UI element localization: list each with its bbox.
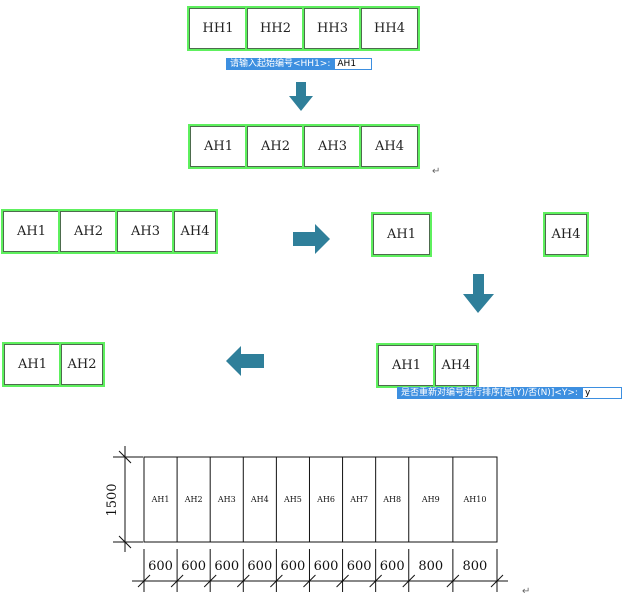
hh4-cell: HH4 [359,6,420,51]
width-dimension-label: 600 [148,559,173,574]
ah1-cell: AH1 [376,343,437,388]
width-dimension-label: 600 [281,559,306,574]
hh-row: HH1 HH2 HH3 HH4 [187,6,420,51]
ah-row-left: AH1 AH2 AH3 AH4 [1,209,218,254]
dimension-tick [402,574,416,588]
reorder-prompt: 是否重新对编号进行排序[是(Y)/否(N)]<Y>: y [397,387,622,399]
cad-cell-label: AH1 [151,495,170,504]
ah3-cell: AH3 [302,124,363,169]
ah1-cell: AH1 [188,124,249,169]
cad-cell-label: AH9 [421,495,440,504]
start-number-input[interactable]: AH1 [334,58,373,70]
return-mark: ↵ [522,586,531,597]
ah1-cell: AH1 [2,342,63,387]
cad-cell-label: AH6 [316,495,335,504]
reorder-input[interactable]: y [581,387,622,399]
ah-row-deleted-middle: AH1 [371,212,432,257]
right-arrow-icon [293,224,330,254]
ah4-cell: AH4 [172,209,218,254]
hh1-cell: HH1 [187,6,249,51]
width-dimension-label: 600 [314,559,339,574]
cad-cell-label: AH2 [184,495,203,504]
cad-cell-label: AH4 [250,495,269,504]
dimension-tick [490,574,504,588]
cad-cell-label: AH5 [283,495,302,504]
dimension-tick [446,574,460,588]
ah2-cell: AH2 [59,342,105,387]
ah-row-deleted-middle-right: AH4 [543,212,589,257]
width-dimension-label: 800 [463,559,488,574]
hh3-cell: HH3 [302,6,363,51]
cad-cell-label: AH7 [349,495,368,504]
down-arrow-icon [463,274,494,313]
width-dimension-label: 600 [247,559,272,574]
ah-row-merged: AH1 AH4 [376,343,479,388]
ah3-cell: AH3 [115,209,176,254]
prompt-label: 是否重新对编号进行排序[是(Y)/否(N)]<Y>: [397,387,582,399]
ah-row-renumbered: AH1 AH2 AH3 AH4 [188,124,420,169]
width-dimension-label: 600 [181,559,206,574]
ah4-cell: AH4 [433,343,479,388]
dimension-tick [270,574,283,588]
ah4-cell: AH4 [359,124,420,169]
return-mark: ↵ [432,166,441,177]
width-dimension-label: 800 [418,559,443,574]
dimension-tick [170,574,184,588]
dimension-tick [137,574,151,588]
dimension-tick [236,574,250,588]
ah-row-result: AH1 AH2 [2,342,105,387]
ah1-cell: AH1 [1,209,62,254]
cad-cell-label: AH8 [382,495,401,504]
ah1-cell: AH1 [371,212,432,257]
cad-cell-label: AH10 [462,495,486,504]
dimension-tick [203,574,217,588]
ah4-cell: AH4 [543,212,589,257]
width-dimension-label: 600 [347,559,372,574]
width-dimension-label: 600 [380,559,405,574]
dimension-tick [303,574,316,588]
cad-cell-label: AH3 [217,495,236,504]
dimension-tick [336,574,349,588]
dimension-tick [369,574,383,588]
hh2-cell: HH2 [245,6,306,51]
prompt-label: 请输入起始编号<HH1>: [226,58,335,70]
width-dimension-label: 600 [214,559,239,574]
left-arrow-icon [226,346,264,376]
start-number-prompt: 请输入起始编号<HH1>: AH1 [226,58,373,70]
ah2-cell: AH2 [245,124,306,169]
ah2-cell: AH2 [58,209,119,254]
down-arrow-icon [289,82,313,111]
height-dimension-label: 1500 [105,483,120,516]
